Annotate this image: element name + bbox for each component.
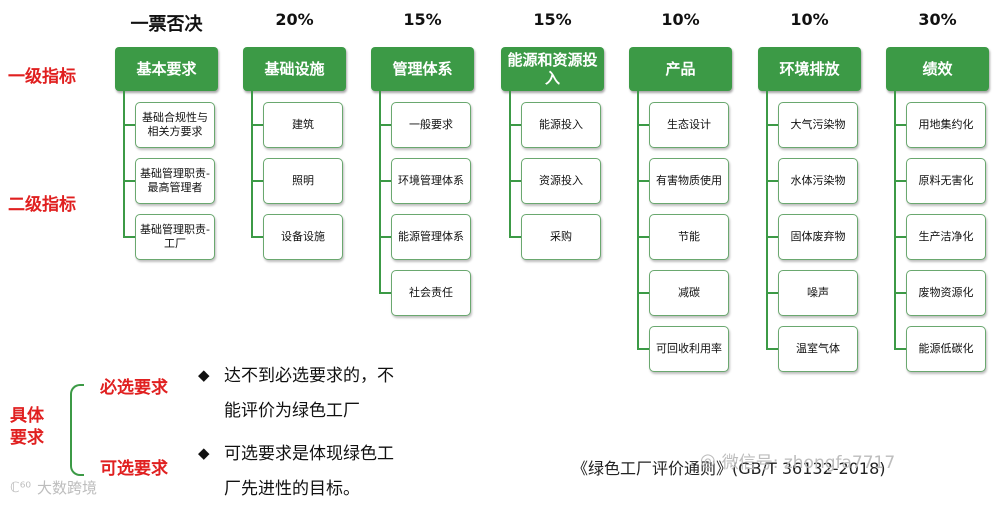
connector-branch — [509, 180, 521, 182]
level2-indicator-box: 水体污染物 — [778, 158, 858, 204]
level1-indicator-box: 绩效 — [886, 47, 989, 91]
level1-indicator-box: 环境排放 — [758, 47, 861, 91]
level2-indicator-box: 能源低碳化 — [906, 326, 986, 372]
connector-branch — [637, 348, 649, 350]
requirements-brace — [70, 384, 84, 476]
level2-indicator-box: 基础管理职责-最高管理者 — [135, 158, 215, 204]
diamond-bullet-icon: ◆ — [198, 366, 210, 384]
connector-line — [637, 91, 639, 349]
connector-branch — [637, 180, 649, 182]
level1-indicator-box: 基本要求 — [115, 47, 218, 91]
level2-indicator-box: 减碳 — [649, 270, 729, 316]
connector-line — [379, 91, 381, 293]
connector-branch — [123, 124, 135, 126]
right-watermark: ◎ 微信号: zhongfa7717 — [700, 450, 896, 473]
level2-indicator-box: 设备设施 — [263, 214, 343, 260]
level2-indicator-box: 有害物质使用 — [649, 158, 729, 204]
optional-label: 可选要求 — [100, 459, 168, 479]
level2-indicator-box: 建筑 — [263, 102, 343, 148]
connector-branch — [379, 292, 391, 294]
connector-branch — [766, 236, 778, 238]
connector-branch — [509, 124, 521, 126]
connector-branch — [766, 180, 778, 182]
level2-indicator-box: 温室气体 — [778, 326, 858, 372]
connector-line — [251, 91, 253, 237]
connector-branch — [123, 180, 135, 182]
mandatory-label: 必选要求 — [100, 378, 168, 398]
left-watermark: ℂ⁶⁰ 大数跨境 — [10, 479, 98, 497]
column-weight: 10% — [790, 10, 829, 29]
level2-indicator-box: 生态设计 — [649, 102, 729, 148]
level1-indicator-box: 管理体系 — [371, 47, 474, 91]
level2-indicator-box: 噪声 — [778, 270, 858, 316]
mandatory-text-line2: 能评价为绿色工厂 — [224, 401, 360, 421]
connector-line — [766, 91, 768, 349]
level2-indicator-box: 可回收利用率 — [649, 326, 729, 372]
connector-branch — [894, 348, 906, 350]
wechat-icon: ◎ — [700, 450, 716, 471]
connector-branch — [766, 292, 778, 294]
column-weight: 15% — [403, 10, 442, 29]
connector-branch — [894, 236, 906, 238]
source-note: 《绿色工厂评价通则》(GB/T 36132-2018) — [572, 459, 886, 478]
connector-branch — [894, 292, 906, 294]
mandatory-text-line1: 达不到必选要求的，不 — [224, 366, 394, 386]
optional-text-line2: 厂先进性的目标。 — [224, 479, 360, 499]
level2-indicator-box: 基础合规性与相关方要求 — [135, 102, 215, 148]
level1-label: 一级指标 — [8, 67, 76, 87]
optional-text-line1: 可选要求是体现绿色工 — [224, 444, 394, 464]
specific-requirements-label: 具体要求 — [10, 406, 44, 448]
level2-indicator-box: 能源管理体系 — [391, 214, 471, 260]
connector-branch — [894, 124, 906, 126]
level2-indicator-box: 基础管理职责-工厂 — [135, 214, 215, 260]
connector-branch — [379, 180, 391, 182]
level2-indicator-box: 固体废弃物 — [778, 214, 858, 260]
level2-indicator-box: 生产洁净化 — [906, 214, 986, 260]
column-weight: 20% — [275, 10, 314, 29]
level1-indicator-box: 基础设施 — [243, 47, 346, 91]
level1-indicator-box: 产品 — [629, 47, 732, 91]
brand-logo-icon: ℂ⁶⁰ — [10, 479, 31, 496]
connector-branch — [251, 124, 263, 126]
column-weight: 一票否决 — [130, 14, 203, 35]
level2-indicator-box: 采购 — [521, 214, 601, 260]
connector-branch — [894, 180, 906, 182]
level2-indicator-box: 大气污染物 — [778, 102, 858, 148]
level2-indicator-box: 环境管理体系 — [391, 158, 471, 204]
connector-branch — [123, 236, 135, 238]
connector-branch — [637, 292, 649, 294]
column-weight: 30% — [918, 10, 957, 29]
level2-indicator-box: 节能 — [649, 214, 729, 260]
column-weight: 15% — [533, 10, 572, 29]
connector-line — [894, 91, 896, 349]
connector-line — [123, 91, 125, 237]
level2-indicator-box: 用地集约化 — [906, 102, 986, 148]
connector-branch — [766, 124, 778, 126]
connector-branch — [766, 348, 778, 350]
connector-branch — [379, 124, 391, 126]
column-weight: 10% — [661, 10, 700, 29]
level1-indicator-box: 能源和资源投入 — [501, 47, 604, 91]
connector-line — [509, 91, 511, 237]
connector-branch — [637, 236, 649, 238]
level2-indicator-box: 能源投入 — [521, 102, 601, 148]
level2-indicator-box: 废物资源化 — [906, 270, 986, 316]
connector-branch — [637, 124, 649, 126]
connector-branch — [251, 180, 263, 182]
connector-branch — [509, 236, 521, 238]
level2-label: 二级指标 — [8, 195, 76, 215]
level2-indicator-box: 社会责任 — [391, 270, 471, 316]
connector-branch — [379, 236, 391, 238]
diamond-bullet-icon: ◆ — [198, 444, 210, 462]
level2-indicator-box: 照明 — [263, 158, 343, 204]
level2-indicator-box: 原料无害化 — [906, 158, 986, 204]
level2-indicator-box: 一般要求 — [391, 102, 471, 148]
connector-branch — [251, 236, 263, 238]
level2-indicator-box: 资源投入 — [521, 158, 601, 204]
